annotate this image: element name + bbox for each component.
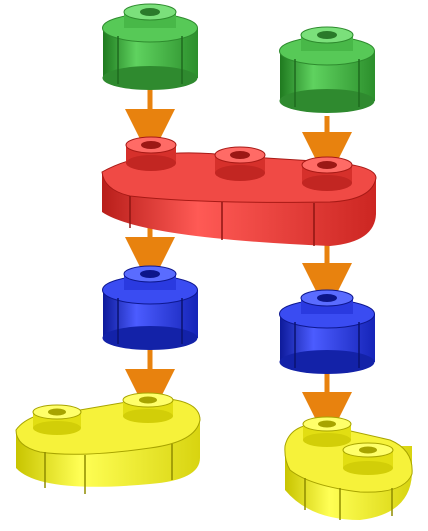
yellow-plate-right [284, 416, 413, 520]
blue-block-left [102, 265, 198, 350]
red-plate [101, 136, 377, 246]
yellow-plate-left [15, 392, 201, 494]
red-stud-middle [214, 146, 266, 181]
red-stud-left [125, 136, 177, 171]
yellow-right-stud-back [302, 416, 352, 447]
red-stud-right [301, 156, 353, 191]
yellow-left-stud-left [32, 404, 82, 435]
yellow-left-stud-right [122, 392, 174, 423]
green-block-left [102, 3, 198, 90]
green-block-right [279, 26, 375, 113]
blue-block-right [279, 289, 375, 374]
yellow-right-stud-front [342, 442, 394, 475]
